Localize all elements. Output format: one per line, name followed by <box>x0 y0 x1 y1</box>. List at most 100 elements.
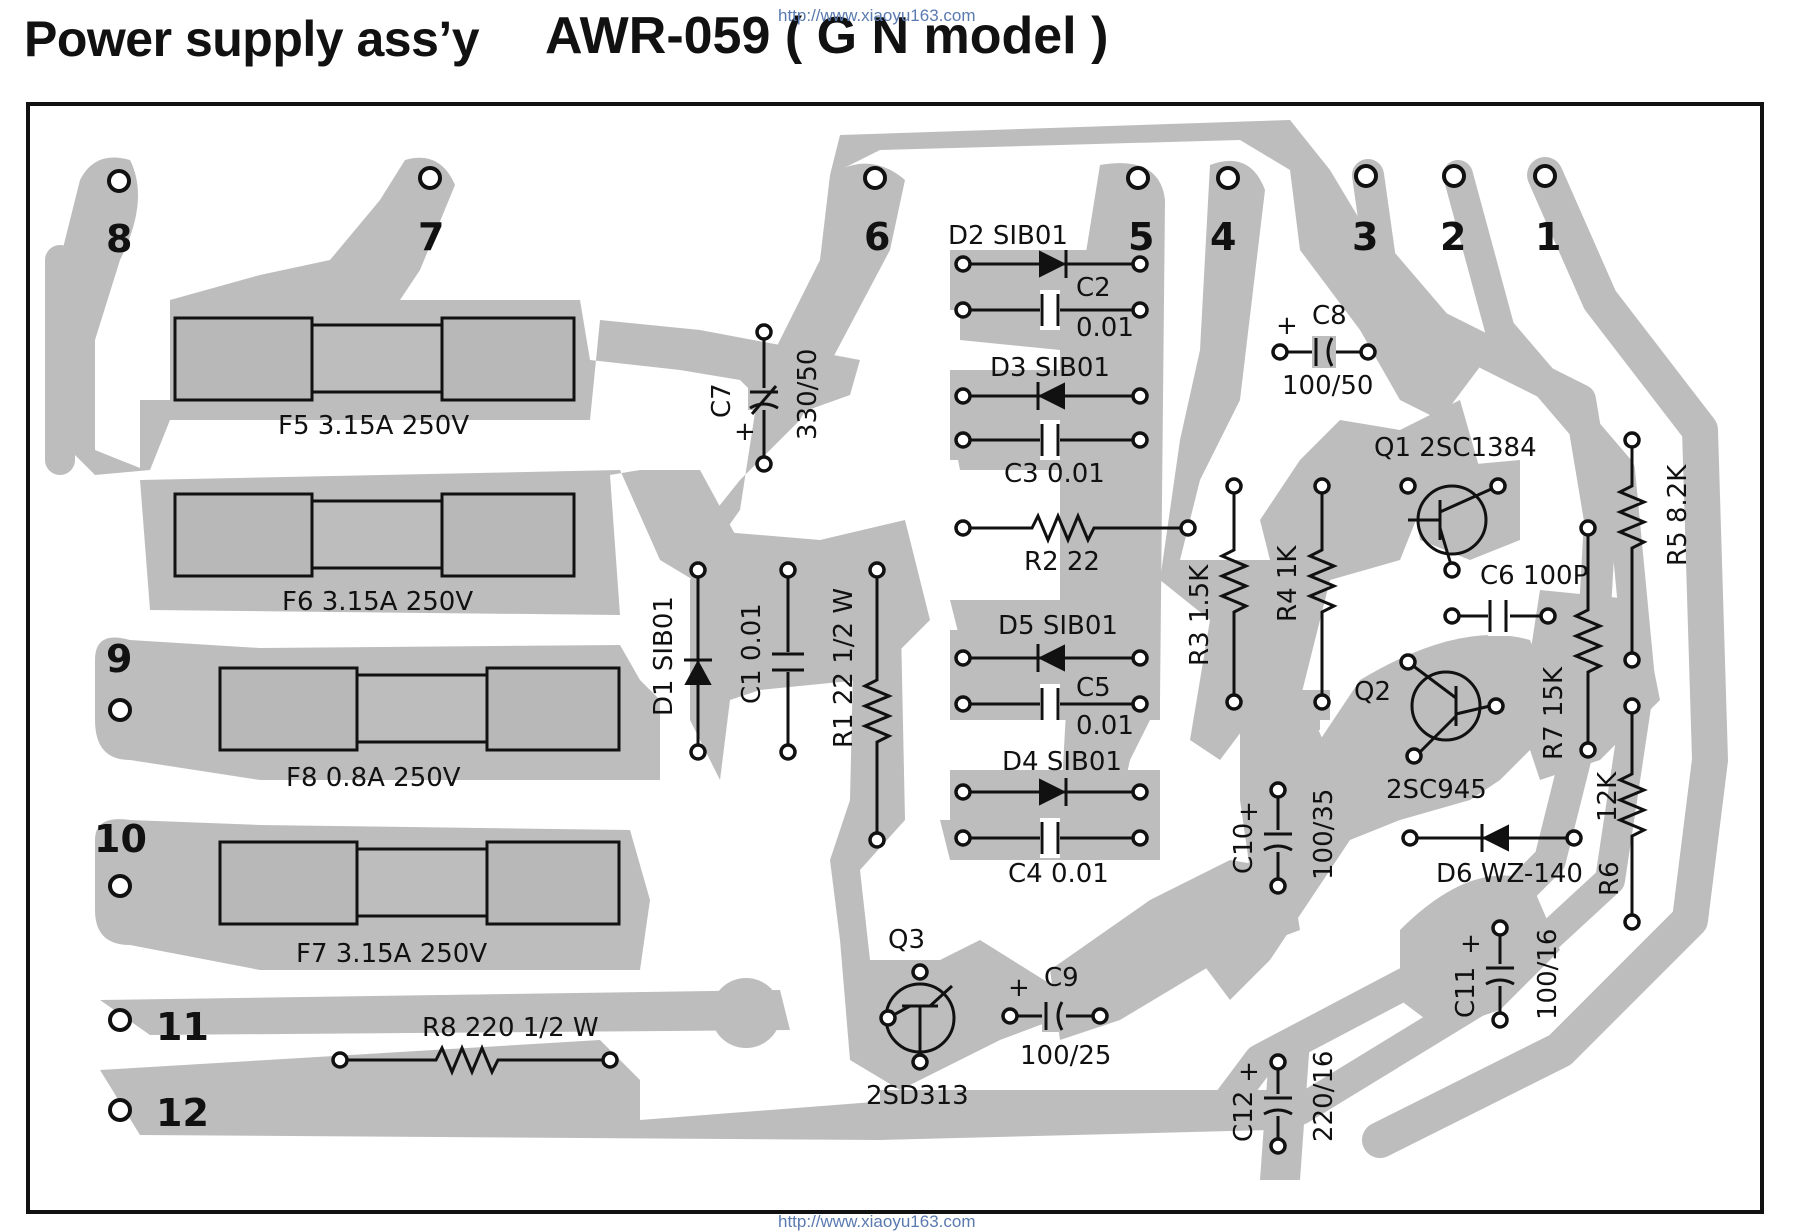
diode-d2 <box>954 250 1149 278</box>
c8-name: C8 <box>1312 301 1347 331</box>
terminal-12-label: 12 <box>156 1091 209 1135</box>
capacitor-c12 <box>1262 1053 1294 1155</box>
capacitor-c1 <box>768 561 808 761</box>
capacitor-c2 <box>954 290 1149 330</box>
transistor-q2 <box>1399 653 1505 765</box>
q3-label: Q3 <box>888 925 925 955</box>
resistor-r5 <box>1616 431 1648 669</box>
fuse-f5 <box>173 316 576 402</box>
terminal-11-label: 11 <box>156 1005 209 1049</box>
r6-value: 12K <box>1593 771 1623 822</box>
c11-value: 100/16 <box>1533 929 1563 1020</box>
c12-plus: + <box>1238 1057 1260 1087</box>
capacitor-c5 <box>954 684 1149 724</box>
capacitor-c9 <box>1001 1000 1109 1032</box>
resistor-r3 <box>1218 477 1250 711</box>
d6-label: D6 WZ-140 <box>1436 859 1583 889</box>
page-title: Power supply ass’y <box>24 11 480 67</box>
model-title: AWR-059 ( G N model ) <box>545 7 1109 65</box>
c9-plus: + <box>1008 973 1030 1003</box>
c4-label: C4 0.01 <box>1008 859 1109 889</box>
terminal-10-label: 10 <box>94 817 147 861</box>
capacitor-c10 <box>1262 781 1294 895</box>
terminal-7-label: 7 <box>418 215 444 259</box>
r5-label: R5 8.2K <box>1663 464 1693 566</box>
terminal-8-label: 8 <box>106 217 132 261</box>
c5-value: 0.01 <box>1076 711 1134 741</box>
c10-name: C10 <box>1229 823 1259 874</box>
capacitor-c3 <box>954 420 1149 460</box>
resistor-r7 <box>1572 519 1604 759</box>
fuse-f5-label: F5 3.15A 250V <box>278 411 469 441</box>
c3-label: C3 0.01 <box>1004 459 1105 489</box>
capacitor-c6 <box>1443 596 1557 636</box>
c11-name: C11 <box>1451 967 1481 1018</box>
capacitor-c7 <box>748 323 780 473</box>
diode-d6 <box>1401 824 1583 852</box>
r2-label: R2 22 <box>1024 547 1100 577</box>
r6-name: R6 <box>1595 861 1625 896</box>
terminal-5-label: 5 <box>1128 215 1154 259</box>
c9-name: C9 <box>1044 963 1079 993</box>
c11-plus: + <box>1460 929 1482 959</box>
terminal-6-label: 6 <box>864 215 890 259</box>
fuse-f6-label: F6 3.15A 250V <box>282 587 473 617</box>
diode-d3 <box>954 382 1149 410</box>
capacitor-c4 <box>954 818 1149 858</box>
c1-label: C1 0.01 <box>737 603 767 704</box>
fuse-f6 <box>173 492 576 578</box>
resistor-r2 <box>954 512 1197 544</box>
watermark-bottom: http://www.xiaoyu163.com <box>778 1212 976 1231</box>
diode-d4 <box>954 778 1149 806</box>
r1-label: R1 22 1/2 W <box>829 588 859 748</box>
resistor-r4 <box>1306 477 1338 711</box>
r7-label: R7 15K <box>1539 666 1569 760</box>
resistor-r1 <box>861 561 893 849</box>
c12-value: 220/16 <box>1309 1051 1339 1142</box>
capacitor-c8 <box>1271 336 1377 368</box>
q1-label: Q1 2SC1384 <box>1374 433 1537 463</box>
fuse-f7-label: F7 3.15A 250V <box>296 939 487 969</box>
c7-plus: + <box>734 417 756 447</box>
c9-value: 100/25 <box>1020 1041 1111 1071</box>
d5-label: D5 SIB01 <box>998 611 1118 641</box>
d4-label: D4 SIB01 <box>1002 747 1122 777</box>
q3-part: 2SD313 <box>866 1081 969 1111</box>
d3-label: D3 SIB01 <box>990 353 1110 383</box>
diode-d5 <box>954 644 1149 672</box>
c7-name: C7 <box>707 383 737 418</box>
watermark-top: http://www.xiaoyu163.com <box>778 6 976 25</box>
terminal-3-label: 3 <box>1352 215 1378 259</box>
fuse-f7 <box>218 840 621 926</box>
c8-plus: + <box>1276 311 1298 341</box>
fuse-f8 <box>218 666 621 752</box>
terminal-2-label: 2 <box>1440 215 1466 259</box>
d2-label: D2 SIB01 <box>948 221 1068 251</box>
d1-label: D1 SIB01 <box>649 596 679 716</box>
fuse-f8-label: F8 0.8A 250V <box>286 763 461 793</box>
q2-label: Q2 <box>1354 677 1391 707</box>
c7-value: 330/50 <box>793 349 823 440</box>
capacitor-c11 <box>1484 919 1516 1029</box>
c10-plus: + <box>1238 797 1260 827</box>
c5-name: C5 <box>1076 673 1111 703</box>
c6-label: C6 100P <box>1480 561 1588 591</box>
r3-label: R3 1.5K <box>1185 564 1215 666</box>
terminal-1-label: 1 <box>1535 215 1561 259</box>
resistor-r8 <box>331 1044 619 1076</box>
transistor-q1 <box>1399 477 1507 579</box>
terminal-4-label: 4 <box>1210 215 1236 259</box>
r4-label: R4 1K <box>1273 545 1303 622</box>
c2-value: 0.01 <box>1076 313 1134 343</box>
diode-d1 <box>684 561 712 761</box>
transistor-q3 <box>879 963 956 1071</box>
q2-part: 2SC945 <box>1386 775 1487 805</box>
resistor-r6 <box>1616 697 1648 931</box>
c10-value: 100/35 <box>1309 789 1339 880</box>
terminal-pads <box>107 164 1557 1122</box>
r8-label: R8 220 1/2 W <box>422 1013 599 1043</box>
terminal-9-label: 9 <box>106 637 132 681</box>
c8-value: 100/50 <box>1282 371 1373 401</box>
c12-name: C12 <box>1229 1091 1259 1142</box>
